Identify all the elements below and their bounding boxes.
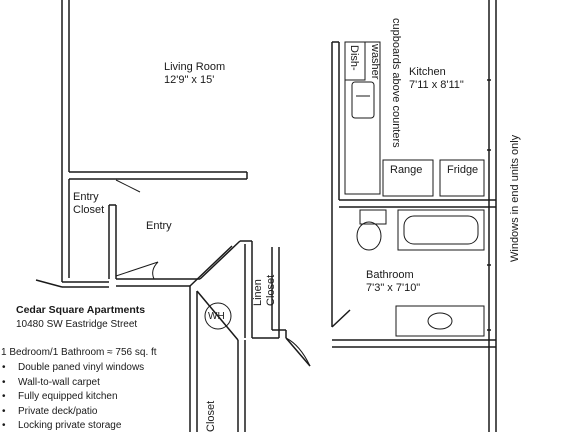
linen-closet-label-1: Linen [252,279,264,306]
bathroom-label: Bathroom 7'3" x 7'10" [366,269,420,295]
kitchen-name: Kitchen [409,66,446,78]
feature-item: Fully equipped kitchen [0,390,144,405]
living-room-label: Living Room 12'9" x 15' [164,61,225,87]
feature-item: Double paned vinyl windows [0,361,144,376]
living-room-name: Living Room [164,61,226,73]
bath-fixtures [356,209,485,337]
feature-list: Double paned vinyl windows Wall-to-wall … [0,361,144,434]
property-address: 10480 SW Eastridge Street [16,319,138,330]
feature-item: Locking private storage [0,419,144,434]
kitchen-fixtures [344,41,485,197]
cupboards-note: cupboards above counters [390,18,402,148]
kitchen-size: 7'11 x 8'11" [409,79,464,91]
dishwasher-label-1: Dish- [348,45,360,71]
entry-label: Entry [146,220,172,232]
water-heater-label: WH [208,311,225,322]
property-summary: 1 Bedroom/1 Bathroom ≈ 756 sq. ft [1,347,157,358]
property-name: Cedar Square Apartments [16,304,146,316]
door-swings [115,179,311,367]
windows-note: Windows in end units only [509,134,521,262]
linen-closet-label-2: Closet [265,274,277,306]
walls [35,0,497,432]
bedroom-closet-label: Closet [205,400,217,432]
fridge-label: Fridge [447,164,479,176]
dishwasher-label-2: washer [369,44,381,80]
feature-item: Private deck/patio [0,405,144,420]
range-label: Range [390,164,423,176]
water-heater [204,302,232,330]
entry-closet-line2: Closet [73,204,105,216]
kitchen-label: Kitchen 7'11 x 8'11" [409,66,464,92]
bathroom-size: 7'3" x 7'10" [366,282,421,294]
entry-closet-label: Entry Closet [73,191,104,217]
bathroom-name: Bathroom [366,269,414,281]
feature-item: Wall-to-wall carpet [0,376,144,391]
entry-closet-line1: Entry [73,191,99,203]
living-room-size: 12'9" x 15' [164,74,215,86]
